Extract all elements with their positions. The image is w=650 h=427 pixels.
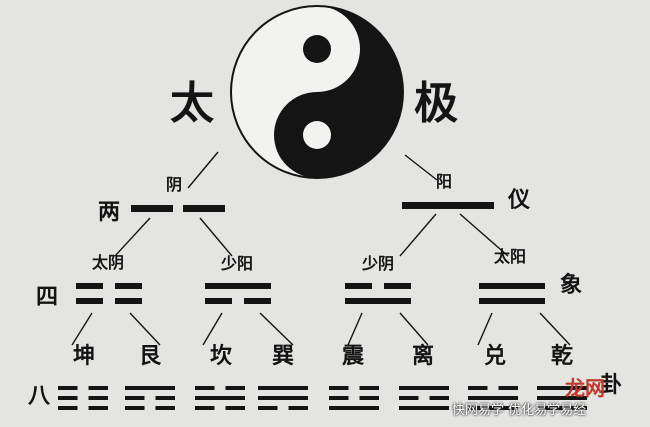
level3-3-line-3-yin-left xyxy=(195,386,215,390)
level3-2-line-2-yin-left xyxy=(125,396,145,400)
trigram-li-name: 离 xyxy=(412,343,435,369)
level3-6-line-2-yin-right xyxy=(429,396,449,400)
level1-1-line-1-yin-right xyxy=(183,205,225,212)
level3-3-line-3-yin-right xyxy=(225,386,245,390)
level3-1-line-1-yin-right xyxy=(88,406,108,410)
trigram-kan-name: 坎 xyxy=(210,343,233,369)
level2-3-line-1-yang xyxy=(345,298,411,304)
trigram-qian-name: 乾 xyxy=(551,343,574,369)
connector-line-13 xyxy=(477,312,493,346)
level3-3-line-2-yang xyxy=(195,396,245,400)
level2-2-line-2-yang xyxy=(205,283,271,289)
level2-3-line-2-yin-left xyxy=(345,283,372,289)
level3-label: 八 xyxy=(28,383,51,409)
level1-item-yang-name: 阳 xyxy=(436,172,453,191)
connector-line-12 xyxy=(399,312,429,346)
level3-5-line-3-yin-right xyxy=(359,386,379,390)
level2-suffix: 象 xyxy=(560,272,583,298)
level3-8-line-3-yang xyxy=(537,386,587,390)
level3-6-line-2-yin-left xyxy=(399,396,419,400)
connector-line-7 xyxy=(71,312,93,346)
connector-line-11 xyxy=(347,312,363,346)
level3-4-line-1-yin-left xyxy=(258,406,278,410)
taiji-light-dot xyxy=(303,121,331,149)
connector-line-4 xyxy=(199,217,233,257)
level1-label: 两 xyxy=(98,199,121,225)
level3-8-line-1-yang xyxy=(537,406,587,410)
level2-1-line-1-yin-right xyxy=(115,298,142,304)
connector-line-14 xyxy=(539,312,571,346)
level2-item-shaoyin-name: 少阴 xyxy=(362,254,395,273)
level3-5-line-1-yang xyxy=(329,406,379,410)
level1-1-line-1-yin-left xyxy=(131,205,173,212)
watermark-logo: 龙网 xyxy=(565,376,605,400)
title-tai: 太 xyxy=(170,78,214,129)
level2-2-line-1-yin-left xyxy=(205,298,232,304)
level3-suffix: 卦 xyxy=(600,372,623,398)
connector-lines xyxy=(71,151,571,346)
trigram-gen-name: 艮 xyxy=(139,343,162,369)
connector-line-8 xyxy=(129,312,161,346)
level3-4-line-1-yin-right xyxy=(288,406,308,410)
hexagram-lines xyxy=(58,202,587,410)
level2-item-shaoyang-name: 少阳 xyxy=(221,254,254,273)
connector-line-3 xyxy=(114,217,151,257)
level3-6-line-1-yang xyxy=(399,406,449,410)
level3-3-line-1-yin-left xyxy=(195,406,215,410)
connector-line-5 xyxy=(399,213,437,257)
title-ji: 极 xyxy=(414,78,458,129)
level3-1-line-2-yin-right xyxy=(88,396,108,400)
level3-8-line-2-yang xyxy=(537,396,587,400)
trigram-kun-name: 坤 xyxy=(73,343,96,369)
level3-4-line-2-yang xyxy=(258,396,308,400)
connector-line-10 xyxy=(259,312,294,346)
connector-line-2 xyxy=(404,154,438,181)
connector-line-1 xyxy=(187,151,219,189)
level2-1-line-2-yin-right xyxy=(115,283,142,289)
level1-suffix: 仪 xyxy=(508,187,531,213)
level3-4-line-3-yang xyxy=(258,386,308,390)
level3-2-line-1-yin-left xyxy=(125,406,145,410)
level3-2-line-3-yang xyxy=(125,386,175,390)
taiji-dark-dot xyxy=(303,35,331,63)
level3-1-line-1-yin-left xyxy=(58,406,78,410)
level3-3-line-1-yin-right xyxy=(225,406,245,410)
level3-1-line-2-yin-left xyxy=(58,396,78,400)
level1-item-yin-name: 阴 xyxy=(166,175,183,194)
taiji-symbol xyxy=(230,5,404,179)
watermark-text: 快网易学 优化易学易经 xyxy=(452,403,587,418)
level2-3-line-2-yin-right xyxy=(384,283,411,289)
trigram-zhen-name: 震 xyxy=(342,343,365,369)
level3-5-line-2-yin-right xyxy=(359,396,379,400)
level2-1-line-2-yin-left xyxy=(76,283,103,289)
level2-4-line-1-yang xyxy=(479,298,545,304)
level3-1-line-3-yin-right xyxy=(88,386,108,390)
level3-5-line-2-yin-left xyxy=(329,396,349,400)
level3-7-line-1-yang xyxy=(468,406,518,410)
level2-2-line-1-yin-right xyxy=(244,298,271,304)
level3-7-line-2-yang xyxy=(468,396,518,400)
level3-7-line-3-yin-right xyxy=(498,386,518,390)
level2-label: 四 xyxy=(36,284,59,310)
level1-2-line-1-yang xyxy=(402,202,494,209)
trigram-xun-name: 巽 xyxy=(272,343,295,369)
level3-6-line-3-yang xyxy=(399,386,449,390)
level3-1-line-3-yin-left xyxy=(58,386,78,390)
level3-2-line-1-yin-right xyxy=(155,406,175,410)
level2-1-line-1-yin-left xyxy=(76,298,103,304)
connector-line-9 xyxy=(202,312,223,346)
level3-7-line-3-yin-left xyxy=(468,386,488,390)
trigram-dui-name: 兑 xyxy=(484,343,507,369)
level3-2-line-2-yin-right xyxy=(155,396,175,400)
level2-item-taiyin-name: 太阴 xyxy=(92,253,125,272)
connector-line-6 xyxy=(459,213,509,257)
level2-4-line-2-yang xyxy=(479,283,545,289)
level2-item-taiyang-name: 太阳 xyxy=(494,247,527,266)
level3-5-line-3-yin-left xyxy=(329,386,349,390)
